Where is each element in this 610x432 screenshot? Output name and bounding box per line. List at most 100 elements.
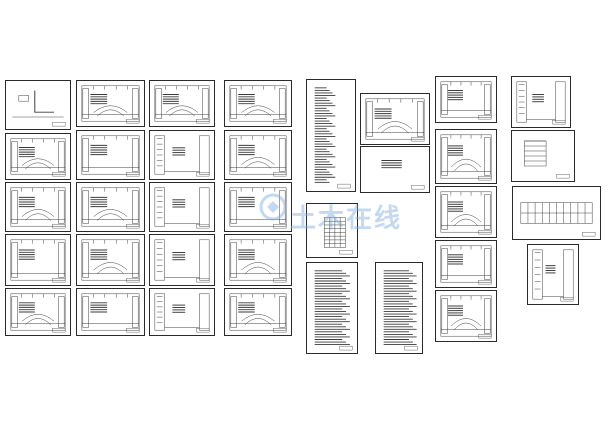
sheet-drawing — [10, 187, 66, 229]
sheet-linework — [10, 187, 66, 229]
sheet-linework — [524, 140, 570, 179]
drawing-sheet-floorplan — [5, 234, 71, 286]
sheet-drawing — [440, 245, 492, 285]
drawing-sheet-floorplan — [435, 76, 497, 123]
sheet-drawing — [314, 270, 353, 351]
watermark-logo-icon — [259, 193, 287, 221]
sheet-drawing — [383, 270, 418, 351]
sheet-drawing — [440, 295, 492, 339]
drawing-sheet-list — [306, 79, 356, 192]
drawing-sheet-floorplan — [224, 288, 292, 336]
drawing-sheet-narrowplan — [149, 234, 215, 286]
sheet-drawing — [516, 81, 566, 125]
sheet-drawing — [229, 135, 287, 177]
drawing-sheet-floorplan — [435, 186, 497, 238]
sheet-drawing — [154, 135, 210, 177]
sheet-linework — [229, 293, 287, 333]
drawing-sheet-floorplan — [76, 80, 145, 127]
drawing-sheet-detail — [5, 80, 71, 130]
drawing-sheet-notes — [360, 146, 430, 193]
sheet-linework — [154, 85, 210, 124]
drawing-sheet-narrowplan — [511, 76, 571, 128]
sheet-drawing — [532, 249, 574, 302]
drawing-sheet-floorplan — [435, 129, 497, 184]
drawing-sheet-narrowplan — [527, 244, 579, 305]
sheet-linework — [229, 239, 287, 283]
sheet-drawing — [81, 135, 140, 177]
sheet-drawing — [81, 187, 140, 229]
sheet-linework — [154, 293, 210, 333]
sheet-linework — [154, 239, 210, 283]
drawing-sheet-section — [511, 130, 575, 182]
sheet-linework — [10, 138, 66, 177]
sheet-linework — [324, 217, 353, 255]
drawing-sheet-floorplan — [224, 182, 292, 232]
drawing-sheet-floorplan — [5, 288, 71, 336]
sheet-drawing — [81, 239, 140, 283]
sheet-linework — [314, 87, 351, 189]
sheet-linework — [365, 98, 425, 142]
sheet-linework — [81, 85, 140, 124]
drawing-sheet-floorplan — [435, 240, 497, 288]
drawing-sheet-floorplan — [76, 288, 145, 336]
sheet-drawing — [440, 134, 492, 181]
sheet-drawing — [524, 140, 570, 179]
sheet-drawing — [154, 239, 210, 283]
sheet-linework — [81, 187, 140, 229]
sheet-drawing — [229, 85, 287, 124]
sheet-drawing — [12, 90, 66, 127]
sheet-linework — [520, 202, 596, 237]
sheet-linework — [440, 295, 492, 339]
drawing-sheet-schedule — [375, 262, 423, 354]
sheet-drawing — [229, 239, 287, 283]
sheet-linework — [81, 239, 140, 283]
sheet-linework — [440, 134, 492, 181]
sheet-linework — [532, 249, 574, 302]
sheet-linework — [10, 239, 66, 283]
sheet-linework — [12, 90, 66, 127]
sheet-drawing — [10, 239, 66, 283]
drawing-sheet-floorplan — [224, 80, 292, 127]
sheet-drawing — [381, 160, 425, 190]
sheet-linework — [440, 191, 492, 235]
sheet-linework — [516, 81, 566, 125]
sheet-drawing — [314, 87, 351, 189]
drawing-sheet-floorplan — [76, 234, 145, 286]
drawing-sheet-floorplan — [435, 290, 497, 342]
sheet-drawing — [154, 293, 210, 333]
sheet-linework — [229, 85, 287, 124]
sheet-linework — [154, 187, 210, 229]
drawing-sheet-elevation — [512, 186, 601, 240]
sheet-linework — [229, 187, 287, 229]
sheet-linework — [81, 293, 140, 333]
sheet-drawing — [154, 85, 210, 124]
sheet-drawing — [440, 81, 492, 120]
drawing-sheet-floorplan — [76, 130, 145, 180]
sheet-linework — [10, 293, 66, 333]
sheet-linework — [229, 135, 287, 177]
sheet-linework — [383, 270, 418, 351]
sheet-drawing — [229, 293, 287, 333]
drawing-sheet-floorplan — [5, 133, 71, 180]
sheet-linework — [440, 81, 492, 120]
sheet-linework — [154, 135, 210, 177]
sheet-drawing — [10, 293, 66, 333]
sheet-drawing — [81, 85, 140, 124]
sheet-drawing — [229, 187, 287, 229]
sheet-drawing — [154, 187, 210, 229]
drawing-sheet-floorplan — [224, 234, 292, 286]
drawing-sheet-narrowplan — [149, 182, 215, 232]
drawing-sheet-floorplan — [360, 93, 430, 145]
drawing-sheet-floorplan — [224, 130, 292, 180]
sheet-linework — [314, 270, 353, 351]
drawing-sheet-narrowplan — [149, 130, 215, 180]
sheet-linework — [81, 135, 140, 177]
sheet-drawing — [81, 293, 140, 333]
drawing-sheet-floorplan — [149, 80, 215, 127]
drawing-sheet-floorplan — [76, 182, 145, 232]
sheet-drawing — [10, 138, 66, 177]
sheet-linework — [381, 160, 425, 190]
drawing-sheet-table — [306, 203, 358, 258]
drawing-sheet-schedule — [306, 262, 358, 354]
